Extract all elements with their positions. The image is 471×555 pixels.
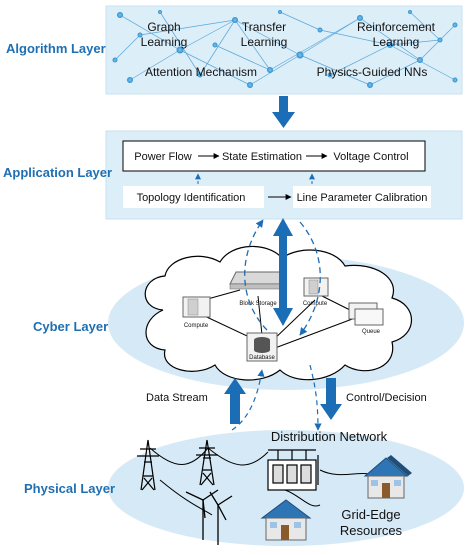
dashed-arrow-right [299,221,321,336]
topology-identification-label: Topology Identification [137,192,246,204]
data-stream-label: Data Stream [146,392,208,404]
solar-house-2-icon [363,455,412,499]
control-decision-arrow [320,378,342,420]
transmission-tower-2-icon [196,439,218,486]
algorithm-to-application-arrow [272,96,295,128]
attention-mechanism-label: Attention Mechanism [145,65,257,79]
state-estimation-label: State Estimation [222,151,302,163]
compute-right-label: Compute [303,301,328,307]
grid-edge-label-line1: Grid-Edge [341,507,400,522]
power-flow-label: Power Flow [134,151,192,163]
reinforcement-learning-label-line2: Learning [373,35,420,49]
cyber-layer-label: Cyber Layer [33,319,108,334]
block-storage-label: Block Storage [239,301,277,307]
database-label: Database [249,355,275,361]
control-decision-dashed [309,364,322,431]
queue-label: Queue [362,329,381,335]
algorithm-layer-label: Algorithm Layer [6,41,106,56]
graph-learning-label-line2: Learning [141,35,188,49]
compute-left-node: Compute [182,296,211,329]
physical-layer [108,430,464,546]
dashed-arrow-left [244,219,268,331]
graph-learning-label-line1: Graph [147,20,180,34]
transfer-learning-label-line1: Transfer [242,20,286,34]
application-layer-label: Application Layer [3,165,112,180]
neural-network-background [114,11,456,86]
application-panel: Power Flow State Estimation Voltage Cont… [105,130,463,220]
grid-edge-label-line2: Resources [340,523,403,538]
voltage-control-label: Voltage Control [333,151,408,163]
compute-right-node: Compute [303,277,329,307]
transmission-tower-1-icon [137,439,159,491]
compute-left-label: Compute [184,323,209,329]
control-decision-label: Control/Decision [346,392,427,404]
line-parameter-calibration-label: Line Parameter Calibration [297,192,428,204]
queue-node: Queue [348,302,384,335]
neural-network-nodes [112,10,458,88]
distribution-network-label: Distribution Network [271,429,388,444]
application-cyber-double-arrow [273,218,293,326]
algorithm-panel: Graph Learning Transfer Learning Reinfor… [105,5,463,95]
transfer-learning-label-line2: Learning [241,35,288,49]
substation-icon [267,449,319,491]
database-node: Database [246,332,278,362]
data-stream-arrow [224,378,246,424]
wind-turbine-icon [185,489,233,545]
reinforcement-learning-label-line1: Reinforcement [357,20,436,34]
physical-layer-label: Physical Layer [24,481,115,496]
solar-house-1-icon [260,499,312,541]
physics-guided-nns-label: Physics-Guided NNs [317,65,428,79]
